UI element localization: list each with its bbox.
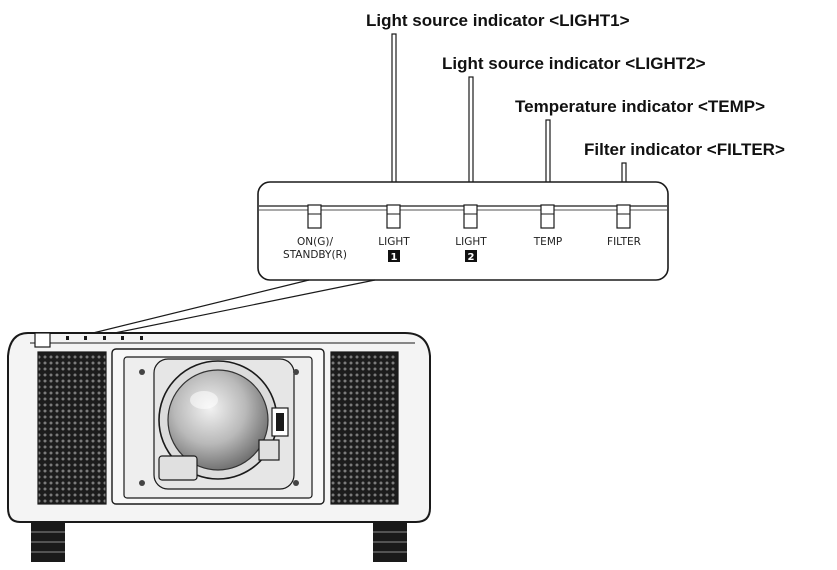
callout-filter: Filter indicator <FILTER>	[584, 140, 785, 159]
light2-number-badge	[465, 250, 477, 262]
label-on: ON(G)/	[297, 236, 333, 248]
zoom-connector	[92, 279, 376, 337]
callout-light2: Light source indicator <LIGHT2>	[442, 54, 706, 73]
top-button-icon	[34, 332, 51, 348]
indicator-panel: ON(G)/ STANDBY(R) LIGHT 1 LIGHT 2 TEMP F…	[257, 181, 669, 281]
light1-number-badge	[388, 250, 400, 262]
label-light2: LIGHT	[455, 236, 487, 248]
lens-icon	[167, 369, 269, 471]
on-standby-led-icon	[307, 204, 322, 229]
label-light1: LIGHT	[378, 236, 410, 248]
right-speaker-grille-icon	[330, 351, 399, 505]
filter-led-icon	[616, 204, 631, 229]
callout-temp: Temperature indicator <TEMP>	[515, 97, 765, 116]
label-standby: STANDBY(R)	[283, 249, 347, 261]
light1-led-icon	[386, 204, 401, 229]
light1-number: 1	[391, 252, 398, 263]
projector-body	[7, 332, 431, 523]
callout-light1: Light source indicator <LIGHT1>	[366, 11, 630, 30]
feet	[31, 522, 407, 562]
label-filter: FILTER	[607, 236, 641, 248]
left-speaker-grille-icon	[37, 351, 107, 505]
temp-led-icon	[540, 204, 555, 229]
leader-light1	[391, 33, 397, 207]
light2-led-icon	[463, 204, 478, 229]
label-temp: TEMP	[533, 236, 562, 248]
light2-number: 2	[468, 252, 475, 263]
